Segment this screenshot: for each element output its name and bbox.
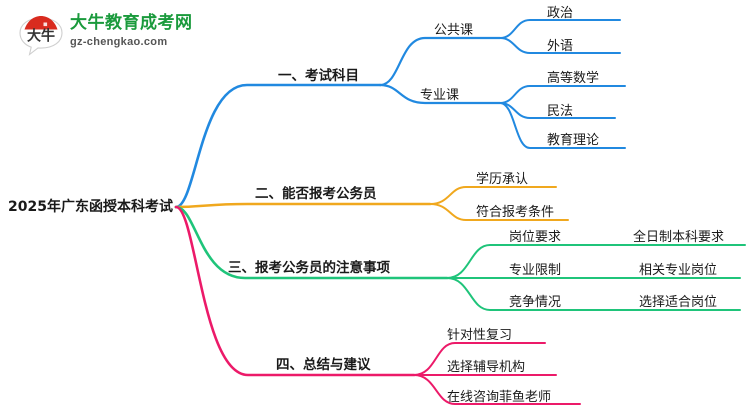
branch-1-child-0-label[interactable]: 公共课 [434, 23, 474, 38]
branch-3-child-0-sub-0-label[interactable]: 全日制本科要求 [633, 230, 725, 245]
branch-3-connectors [174, 205, 746, 311]
branch-4-child-2-label[interactable]: 在线咨询菲鱼老师 [447, 390, 552, 405]
branch-1-child-1-sub-0-label[interactable]: 高等数学 [547, 71, 600, 86]
branch-3-child-2-label[interactable]: 竞争情况 [509, 295, 562, 310]
branch-4-connectors [174, 205, 581, 405]
branch-1-child-0-sub-1-label[interactable]: 外语 [547, 39, 574, 54]
logo-text: 大牛教育成考网 gz-chengkao.com [70, 12, 194, 50]
branch-3-child-0-label[interactable]: 岗位要求 [509, 230, 562, 245]
branch-1-connectors [174, 19, 626, 209]
branch-2-connectors [174, 186, 569, 221]
branch-4-label[interactable]: 四、总结与建议 [276, 357, 371, 373]
branch-3-child-2-sub-0-label[interactable]: 选择适合岗位 [639, 295, 718, 310]
branch-1-child-1-sub-2-label[interactable]: 教育理论 [547, 133, 600, 148]
branch-3-child-1-sub-0-label[interactable]: 相关专业岗位 [639, 263, 718, 278]
branch-2-label[interactable]: 二、能否报考公务员 [255, 186, 377, 202]
branch-1-child-1-sub-1-label[interactable]: 民法 [547, 104, 574, 119]
branch-2-child-1-label[interactable]: 符合报考条件 [476, 205, 555, 220]
branch-3-child-1-label[interactable]: 专业限制 [509, 263, 562, 278]
logo-site-name: 大牛教育成考网 [70, 13, 193, 33]
branch-3-label[interactable]: 三、报考公务员的注意事项 [228, 260, 390, 276]
svg-text:大牛: 大牛 [27, 28, 55, 45]
branch-1-child-0-sub-0-label[interactable]: 政治 [547, 6, 574, 21]
site-logo[interactable]: 大牛 大牛教育成考网 gz-chengkao.com [18, 10, 193, 58]
branch-4-child-1-label[interactable]: 选择辅导机构 [447, 360, 526, 375]
root-node-label[interactable]: 2025年广东函授本科考试 [8, 199, 173, 215]
branch-1-label[interactable]: 一、考试科目 [278, 68, 359, 84]
branch-2-child-0-label[interactable]: 学历承认 [476, 172, 529, 187]
logo-domain: gz-chengkao.com [70, 36, 168, 48]
logo-mark-icon: 大牛 [18, 12, 64, 56]
branch-1-child-1-label[interactable]: 专业课 [420, 88, 460, 103]
branch-4-child-0-label[interactable]: 针对性复习 [447, 328, 513, 343]
